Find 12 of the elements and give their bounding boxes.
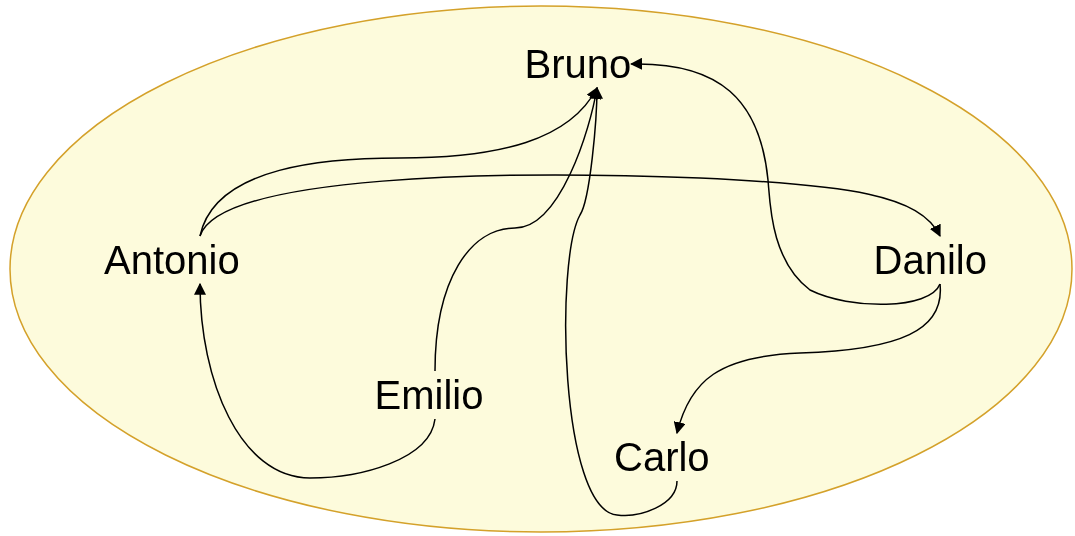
name-text: Antonio [104, 236, 240, 284]
name-text: Danilo [873, 236, 987, 284]
arrow [630, 58, 941, 305]
arrow [199, 174, 941, 237]
name-text: Bruno [524, 40, 632, 88]
arrow [674, 283, 941, 435]
arrow [434, 86, 601, 372]
arrow [565, 86, 678, 517]
ellipse-region [9, 5, 1073, 533]
name-text: Emilio [374, 371, 484, 419]
name-text: Carlo [614, 433, 710, 481]
arrow [194, 282, 436, 479]
